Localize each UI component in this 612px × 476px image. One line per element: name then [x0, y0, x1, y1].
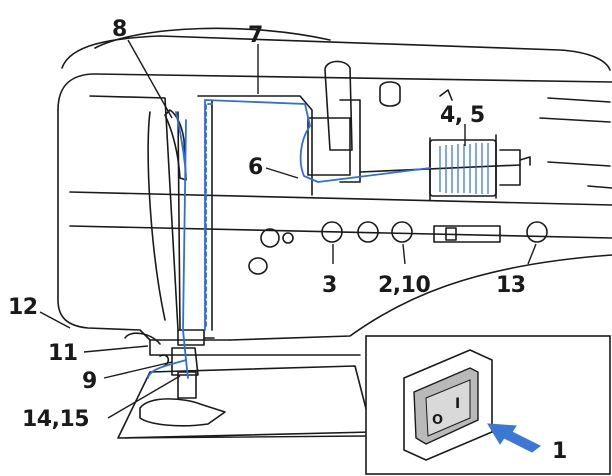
label-9: 9 [82, 369, 97, 394]
leader-13 [527, 243, 537, 265]
pretension-disk [307, 117, 351, 176]
thread-path-takeup-return [205, 103, 213, 329]
label-3: 3 [322, 273, 337, 298]
spool-thread-windings [439, 143, 489, 194]
top-slot-4 [587, 185, 612, 189]
label-12: 12 [8, 295, 38, 320]
presser-foot [177, 371, 197, 399]
thread-path-down [182, 119, 187, 331]
button-reverse[interactable] [357, 221, 379, 243]
leader-14-15 [107, 375, 181, 419]
thread-cutter-top [439, 89, 453, 101]
label-6: 6 [248, 155, 263, 180]
button-panel-lower[interactable] [248, 257, 268, 275]
thread-channel-left [177, 111, 181, 331]
bobbin-winder-guide [324, 60, 353, 151]
label-13: 13 [496, 273, 526, 298]
machine-arm-lower-edge [69, 225, 612, 239]
thread-path-from-spool [299, 125, 431, 183]
machine-arm-front-edge [69, 191, 612, 206]
leader-2-10 [402, 243, 406, 265]
thread-path-needle-tail [185, 359, 189, 379]
button-needle-position[interactable] [391, 221, 413, 243]
needle-clamp [177, 329, 205, 346]
button-left-panel[interactable] [260, 228, 280, 248]
needle-plate [117, 365, 373, 439]
button-small-dot[interactable] [282, 232, 294, 244]
leader-6 [265, 167, 299, 179]
leader-11 [83, 345, 149, 353]
leader-9 [103, 361, 173, 379]
speed-slider[interactable] [433, 225, 501, 243]
tension-post [339, 99, 361, 183]
thread-path-lever [175, 111, 187, 177]
label-2-10: 2,10 [378, 273, 430, 298]
feed-dog-cover [139, 398, 226, 427]
bobbin-winder-spindle [379, 81, 401, 107]
head-inner-curve [147, 111, 166, 321]
leader-12 [39, 311, 71, 329]
machine-bed-lower [149, 339, 361, 356]
top-slot-2 [539, 117, 611, 123]
label-8: 8 [112, 17, 127, 42]
label-7: 7 [248, 23, 263, 48]
label-4-5: 4, 5 [440, 103, 485, 128]
switch-off-mark: O [432, 413, 443, 428]
presser-foot-lever [124, 332, 161, 345]
top-slot-1 [547, 97, 611, 103]
label-14-15: 14,15 [22, 407, 89, 432]
top-slot-3 [547, 161, 611, 167]
machine-head [57, 109, 231, 341]
spool-cap-tab [519, 156, 531, 166]
switch-on-mark: I [455, 396, 460, 412]
push-arrow-icon [487, 423, 541, 453]
label-1: 1 [552, 439, 567, 464]
machine-head-face [89, 95, 179, 331]
machine-top-cover [61, 35, 611, 71]
leader-8 [127, 39, 173, 119]
power-switch-inset: O I [124, 335, 611, 475]
label-11: 11 [48, 341, 78, 366]
machine-handle [94, 27, 331, 49]
button-start-stop[interactable] [321, 221, 343, 243]
machine-arm [57, 73, 612, 111]
power-switch-rocker-face [425, 379, 471, 437]
machine-bed [229, 254, 612, 341]
thread-path-upper-channel [204, 99, 311, 331]
button-automatic-threading[interactable] [526, 221, 548, 243]
needle-threader-hook [159, 354, 170, 367]
spool-cap [499, 149, 521, 186]
presser-foot-holder [171, 347, 199, 376]
inset-connector [124, 435, 367, 439]
upper-thread-guide-plate [197, 95, 313, 196]
